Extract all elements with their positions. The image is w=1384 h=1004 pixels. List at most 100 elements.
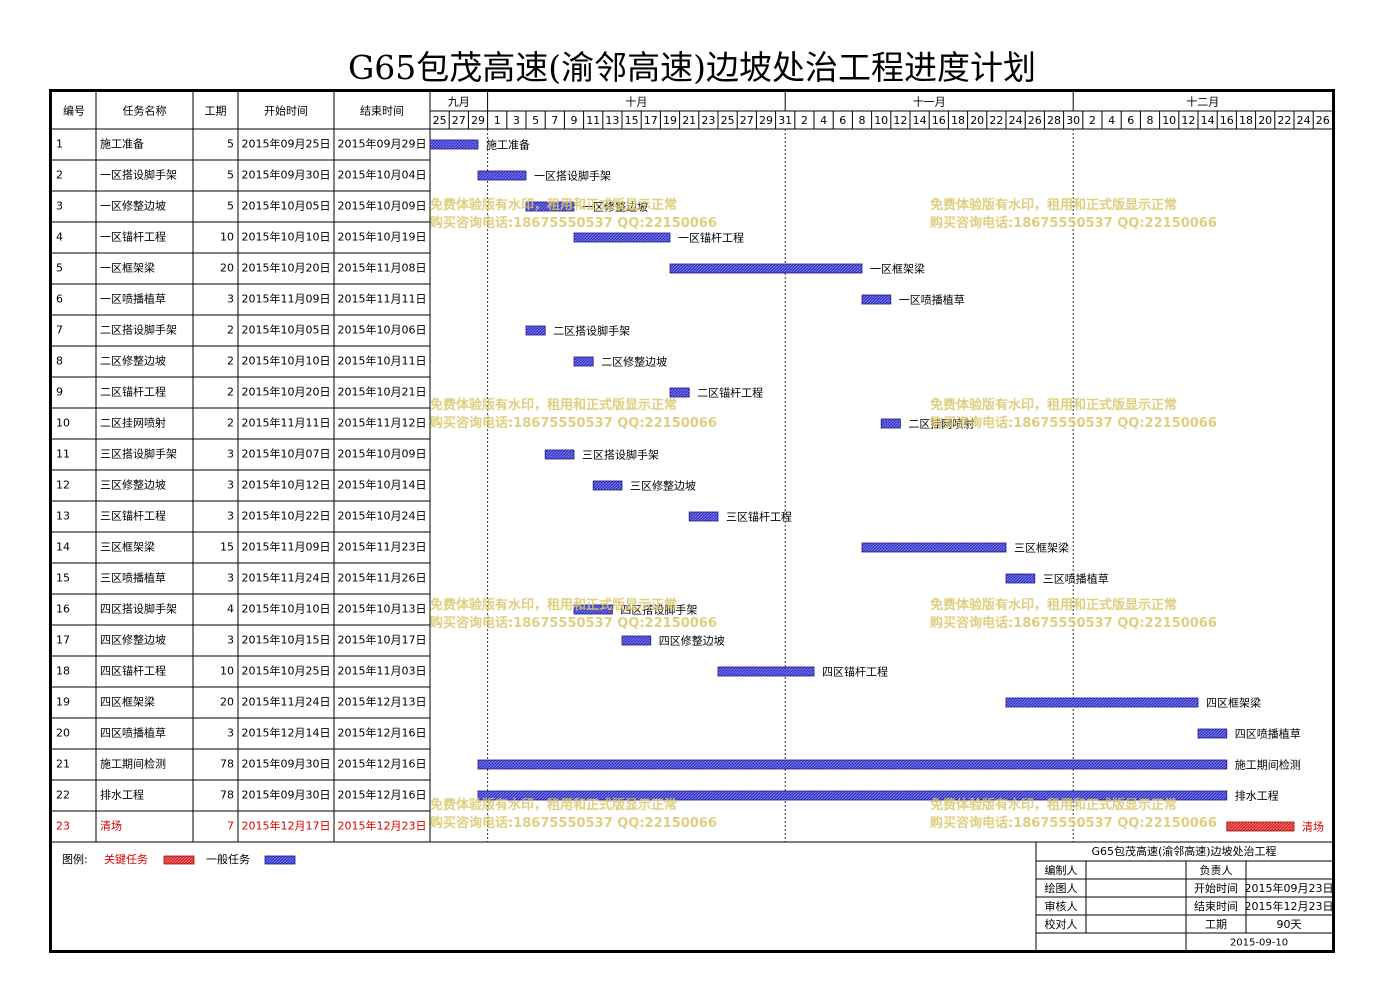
task-id: 20 [56,727,70,740]
col-header-end: 结束时间 [360,105,404,118]
task-end: 2015年10月06日 [338,323,427,337]
task-start: 2015年11月11日 [242,416,331,430]
task-duration: 3 [227,479,234,492]
task-start: 2015年09月30日 [242,757,331,771]
day-tick-label: 8 [1147,114,1154,127]
info-project: G65包茂高速(渝邻高速)边坡处治工程 [1091,844,1276,858]
day-tick-label: 4 [1108,114,1115,127]
col-header-duration: 工期 [205,105,227,118]
legend-normal-swatch [264,855,296,865]
task-start: 2015年12月17日 [242,819,331,833]
task-name: 三区修整边坡 [100,478,166,492]
task-bar [669,263,863,274]
day-tick-label: 9 [571,114,578,127]
info-end-label: 结束时间 [1194,900,1238,913]
task-name: 三区框架梁 [100,540,155,554]
task-name: 二区锚杆工程 [100,385,166,399]
task-duration: 2 [227,324,234,337]
day-tick-label: 31 [778,114,792,127]
day-tick-label: 27 [452,114,466,127]
day-tick-label: 18 [951,114,965,127]
day-tick-label: 25 [721,114,735,127]
task-start: 2015年10月10日 [242,230,331,244]
task-id: 5 [56,262,63,275]
task-duration: 4 [227,603,234,616]
legend-critical-label: 关键任务 [104,852,148,866]
task-start: 2015年10月12日 [242,478,331,492]
task-name: 一区锚杆工程 [100,230,166,244]
day-tick-label: 12 [893,114,907,127]
task-bar-label: 施工期间检测 [1235,758,1301,772]
task-bar [1197,728,1228,739]
task-bar-label: 一区搭设脚手架 [534,169,611,183]
task-start: 2015年10月20日 [242,385,331,399]
task-bar [477,790,1228,801]
task-duration: 5 [227,200,234,213]
watermark-text: 免费体验版有水印，租用和正式版显示正常 [930,397,1177,413]
task-start: 2015年10月07日 [242,447,331,461]
info-reviewer-label: 审核人 [1045,899,1078,913]
task-start: 2015年09月30日 [242,788,331,802]
task-name: 四区喷播植草 [100,726,166,740]
task-duration: 2 [227,386,234,399]
task-id: 17 [56,634,70,647]
watermark-text: 免费体验版有水印，租用和正式版显示正常 [930,197,1177,213]
task-end: 2015年12月16日 [338,788,427,802]
day-tick-label: 11 [586,114,600,127]
watermark-text: 购买咨询电话:18675550537 QQ:22150066 [930,615,1217,631]
month-label: 九月 [448,96,470,109]
task-id: 9 [56,386,63,399]
task-bar [573,604,613,615]
task-name: 二区挂网喷射 [100,416,166,430]
day-tick-label: 6 [1127,114,1134,127]
task-bar-label: 四区锚杆工程 [822,665,888,679]
task-start: 2015年09月25日 [242,137,331,151]
task-name: 施工期间检测 [100,757,166,771]
task-bar-label: 清场 [1302,820,1324,834]
task-start: 2015年10月10日 [242,354,331,368]
task-name: 一区修整边坡 [100,199,166,213]
watermark-text: 免费体验版有水印，租用和正式版显示正常 [430,597,677,613]
task-bar [669,387,690,398]
task-bar [525,325,546,336]
legend-critical-swatch [163,855,195,865]
legend-label: 图例: [62,852,88,866]
day-tick-label: 17 [644,114,658,127]
day-tick-label: 20 [970,114,984,127]
task-bar [525,201,575,212]
task-duration: 10 [220,665,234,678]
task-bar-label: 二区挂网喷射 [908,417,974,431]
task-id: 13 [56,510,70,523]
day-tick-label: 8 [859,114,866,127]
task-bar [1226,821,1295,832]
task-bar-label: 排水工程 [1235,789,1279,803]
task-bar-label: 四区修整边坡 [659,634,725,648]
task-end: 2015年11月26日 [338,571,427,585]
task-id: 19 [56,696,70,709]
day-tick-label: 27 [740,114,754,127]
task-bar [861,542,1007,553]
task-id: 14 [56,541,70,554]
task-id: 22 [56,789,70,802]
task-start: 2015年10月25日 [242,664,331,678]
legend-normal-label: 一般任务 [206,853,250,866]
day-tick-label: 24 [1009,114,1023,127]
page-title: G65包茂高速(渝邻高速)边坡处治工程进度计划 [347,48,1037,87]
task-name: 四区锚杆工程 [100,664,166,678]
task-id: 21 [56,758,70,771]
watermark-text: 购买咨询电话:18675550537 QQ:22150066 [430,615,717,631]
task-bar-label: 四区喷播植草 [1235,727,1301,741]
task-start: 2015年10月10日 [242,602,331,616]
task-duration: 5 [227,169,234,182]
day-tick-label: 14 [1201,114,1215,127]
task-id: 6 [56,293,63,306]
info-start-value: 2015年09月23日 [1245,881,1333,895]
task-end: 2015年10月17日 [338,633,427,647]
task-duration: 5 [227,138,234,151]
task-duration: 7 [227,820,234,833]
day-tick-label: 26 [1028,114,1042,127]
day-tick-label: 24 [1297,114,1311,127]
day-tick-label: 25 [433,114,447,127]
